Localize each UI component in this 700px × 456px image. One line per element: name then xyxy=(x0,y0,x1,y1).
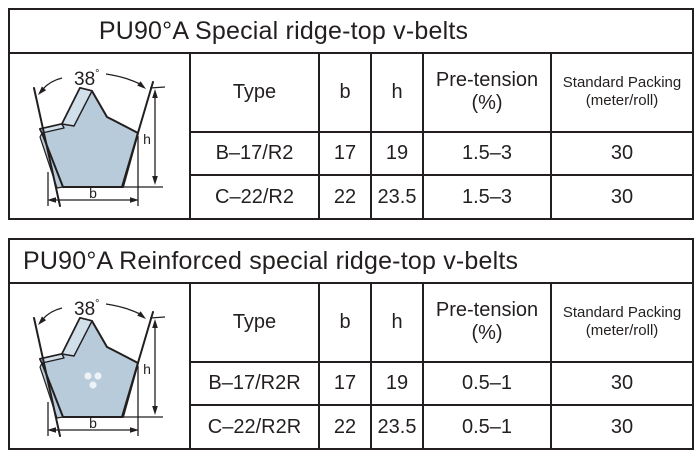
belt-diagram-cell: 38° h b xyxy=(8,282,191,450)
cell-type: C–22/R2 xyxy=(189,174,320,220)
pretension-line1: Pre-tension xyxy=(435,69,539,92)
cell-packing: 30 xyxy=(549,404,695,450)
table-row: C–22/R2 22 23.5 1.5–3 30 xyxy=(9,174,695,220)
angle-label: 38° xyxy=(74,68,100,90)
pretension-line2: (%) xyxy=(471,322,503,345)
cell-type: C–22/R2R xyxy=(189,404,320,450)
col-header-packing: Standard Packing (meter/roll) xyxy=(549,282,695,363)
cell-h: 19 xyxy=(370,130,424,177)
table-row: B–17/R2R 17 19 0.5–1 30 xyxy=(9,360,695,407)
cell-packing: 30 xyxy=(549,130,695,177)
table-header-row: 38° h b Type b h Pre-tension (%) Standar… xyxy=(8,282,695,450)
packing-line2: (meter/roll) xyxy=(585,322,659,340)
cell-h: 23.5 xyxy=(370,174,424,220)
cell-packing: 30 xyxy=(549,360,695,407)
cell-packing: 30 xyxy=(549,174,695,220)
cell-type: B–17/R2R xyxy=(189,360,320,407)
h-label: h xyxy=(143,131,151,147)
belt-cross-section-diagram-reinforced: 38° h b xyxy=(33,298,166,437)
cell-pretension: 0.5–1 xyxy=(422,360,552,407)
cell-h: 19 xyxy=(370,360,424,407)
table-row: B–17/R2 17 19 1.5–3 30 xyxy=(9,130,695,177)
col-header-pretension: Pre-tension (%) xyxy=(422,52,552,133)
belt-shape xyxy=(39,87,139,189)
col-header-packing: Standard Packing (meter/roll) xyxy=(549,52,695,133)
cell-b: 22 xyxy=(318,174,372,220)
cell-b: 17 xyxy=(318,130,372,177)
col-header-b: b xyxy=(318,282,372,363)
col-header-h: h xyxy=(370,282,424,363)
cell-type: B–17/R2 xyxy=(189,130,320,177)
cell-pretension: 0.5–1 xyxy=(422,404,552,450)
belt-cross-section-diagram: 38° h b xyxy=(33,68,166,207)
b-label: b xyxy=(89,185,97,201)
belt-diagram-cell: 38° h b xyxy=(8,52,191,220)
b-label: b xyxy=(89,415,97,431)
belt-shape xyxy=(39,317,139,419)
table-title-row: PU90°A Special ridge-top v-belts xyxy=(7,8,695,54)
col-header-type: Type xyxy=(189,282,320,363)
col-header-h: h xyxy=(370,52,424,133)
cell-pretension: 1.5–3 xyxy=(422,130,552,177)
groove-lines xyxy=(33,311,154,437)
angle-arc xyxy=(38,303,146,325)
spec-table-reinforced: PU90°A Reinforced special ridge-top v-be… xyxy=(7,238,695,450)
pretension-line2: (%) xyxy=(471,92,503,115)
table-header-row: 38° h b Type b h Pre-tension (%) Standar… xyxy=(8,52,695,220)
h-dimension xyxy=(123,86,166,188)
cell-b: 22 xyxy=(318,404,372,450)
table-title: PU90°A Reinforced special ridge-top v-be… xyxy=(7,238,695,284)
table-title: PU90°A Special ridge-top v-belts xyxy=(7,8,695,54)
b-dimension xyxy=(47,136,139,206)
col-header-type: Type xyxy=(189,52,320,133)
packing-line1: Standard Packing xyxy=(562,74,682,92)
packing-line2: (meter/roll) xyxy=(585,92,659,110)
cell-h: 23.5 xyxy=(370,404,424,450)
h-label: h xyxy=(143,361,151,377)
table-row: C–22/R2R 22 23.5 0.5–1 30 xyxy=(9,404,695,450)
angle-arc xyxy=(38,73,146,95)
spec-table-special: PU90°A Special ridge-top v-belts xyxy=(7,8,695,220)
groove-lines xyxy=(33,81,154,207)
reinforcement-cords xyxy=(84,372,102,389)
pretension-line1: Pre-tension xyxy=(435,299,539,322)
col-header-b: b xyxy=(318,52,372,133)
h-dimension xyxy=(123,316,166,418)
col-header-pretension: Pre-tension (%) xyxy=(422,282,552,363)
cell-b: 17 xyxy=(318,360,372,407)
b-dimension xyxy=(47,366,139,436)
table-title-row: PU90°A Reinforced special ridge-top v-be… xyxy=(7,238,695,284)
angle-label: 38° xyxy=(74,298,100,320)
packing-line1: Standard Packing xyxy=(562,304,682,322)
cell-pretension: 1.5–3 xyxy=(422,174,552,220)
